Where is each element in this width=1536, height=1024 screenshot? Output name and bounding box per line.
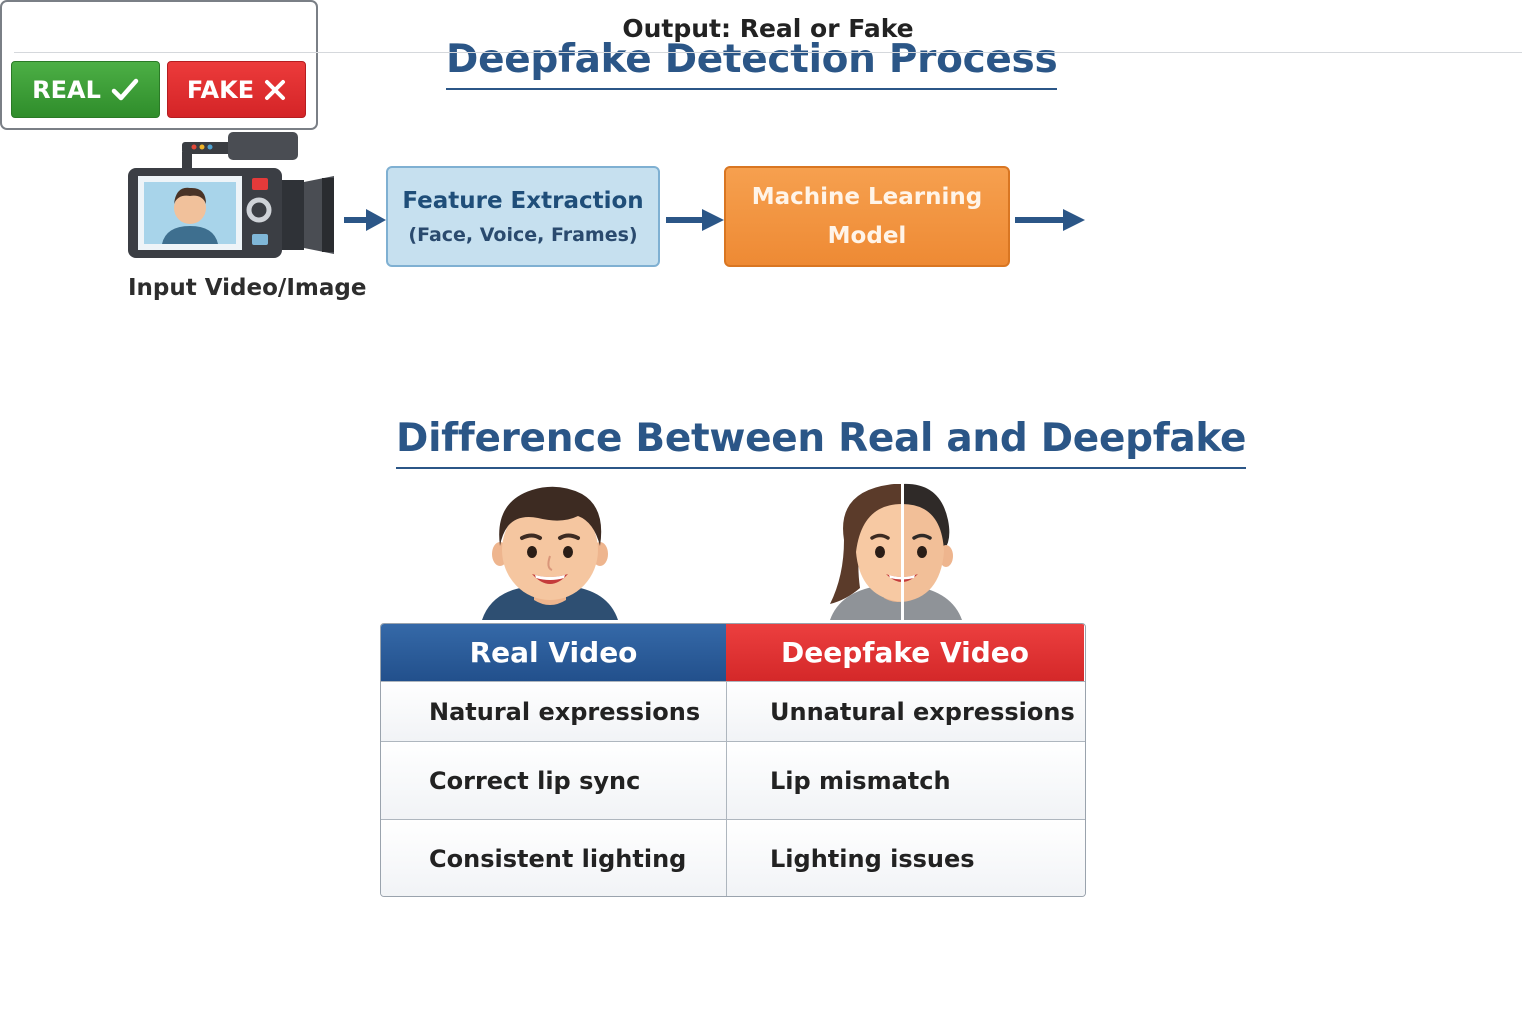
feature-extraction-subtitle: (Face, Voice, Frames): [408, 223, 638, 246]
comparison-table: Real Video Deepfake Video Natural expres…: [380, 623, 1086, 897]
table-row: Consistent lighting Lighting issues: [381, 819, 1085, 896]
fake-verdict-badge: FAKE: [167, 61, 306, 118]
arrow-right-icon: [344, 209, 386, 231]
deepfake-video-header: Deepfake Video: [726, 624, 1084, 681]
real-person-avatar: [482, 486, 618, 620]
cross-icon: [265, 79, 286, 100]
real-cell: Correct lip sync: [429, 766, 641, 795]
fake-verdict-label: FAKE: [186, 75, 255, 104]
output-box: Output: Real or Fake REAL FAKE: [0, 0, 1522, 130]
table-row: Natural expressions Unnatural expression…: [381, 681, 1085, 741]
output-divider: [14, 52, 1522, 53]
real-cell: Consistent lighting: [429, 845, 687, 873]
deepfake-person-avatar: [830, 480, 962, 620]
input-label: Input Video/Image: [128, 275, 367, 301]
fake-cell: Lighting issues: [770, 845, 975, 873]
arrow-right-icon: [666, 209, 724, 231]
real-verdict-label: REAL: [32, 75, 101, 104]
column-divider: [726, 681, 727, 896]
table-row: Correct lip sync Lip mismatch: [381, 741, 1085, 819]
feature-extraction-title: Feature Extraction: [402, 187, 644, 214]
real-cell: Natural expressions: [429, 697, 701, 726]
real-video-header: Real Video: [381, 624, 726, 681]
fake-cell: Lip mismatch: [770, 766, 951, 795]
ml-model-box: Machine Learning Model: [724, 166, 1010, 267]
checkmark-icon: [111, 78, 139, 100]
process-title: Deepfake Detection Process: [446, 37, 1058, 90]
arrow-right-icon: [1015, 209, 1085, 231]
video-camera-icon: [128, 132, 334, 258]
ml-model-line2: Model: [827, 222, 907, 249]
output-title: Output: Real or Fake: [622, 14, 914, 43]
ml-model-line1: Machine Learning: [751, 183, 983, 210]
feature-extraction-box: Feature Extraction (Face, Voice, Frames): [386, 166, 660, 267]
difference-title: Difference Between Real and Deepfake: [396, 416, 1246, 469]
real-verdict-badge: REAL: [11, 61, 160, 118]
fake-cell: Unnatural expressions: [770, 697, 1075, 726]
